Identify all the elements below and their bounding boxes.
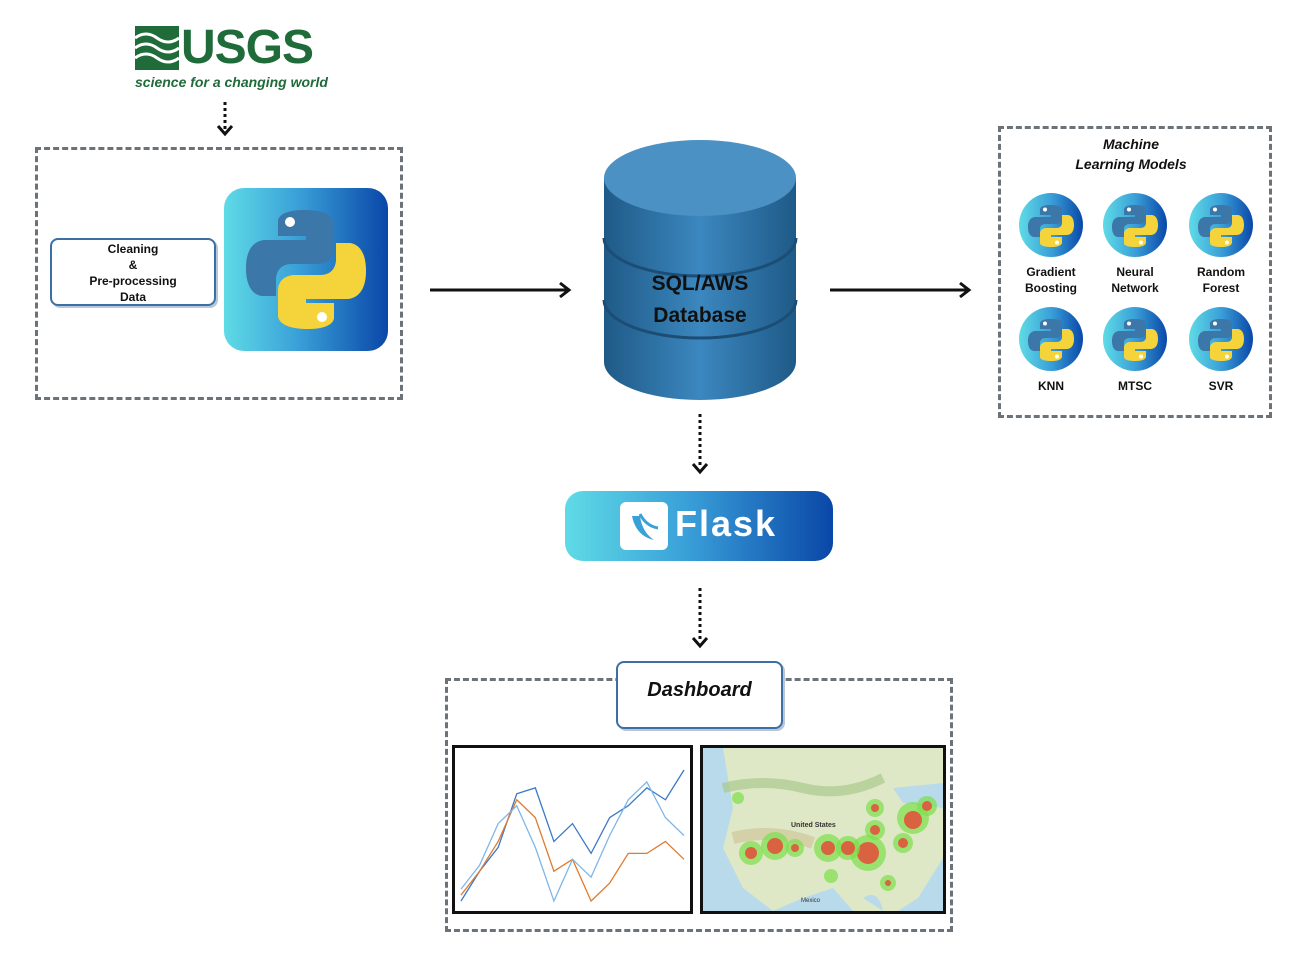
model-python-icon: [1103, 193, 1167, 257]
ml-models-container: [998, 126, 1272, 418]
map-label-us: United States: [791, 822, 836, 829]
model-label-line1: SVR: [1208, 379, 1234, 393]
model-python-icon: [1019, 307, 1083, 371]
line-chart-svg: [460, 769, 685, 903]
land-mass: [723, 748, 943, 911]
usgs-tagline: science for a changing world: [135, 74, 328, 90]
preprocess-container: [35, 147, 403, 400]
arrow-flask-to-dashboard: [691, 588, 709, 649]
model-label-line2: Network: [1111, 281, 1159, 295]
preprocess-label-box: Cleaning & Pre-processing Data: [50, 238, 216, 306]
heatmap-map-svg: [721, 748, 943, 911]
line-series-1: [460, 798, 685, 903]
python-icon: [246, 210, 366, 329]
line-series-2: [460, 780, 685, 903]
model-label-line1: Neural: [1116, 265, 1154, 279]
model-label-line2: Forest: [1202, 281, 1240, 295]
model-label: MTSC: [1090, 378, 1180, 394]
dashboard-title: Dashboard: [647, 679, 752, 701]
model-label-line1: MTSC: [1118, 379, 1152, 393]
usgs-logo: USGS science for a changing world: [135, 21, 328, 94]
arrow-db-to-ml: [830, 281, 972, 299]
ml-title-line2: Learning Models: [1075, 156, 1187, 172]
model-python-icon: [1189, 193, 1253, 257]
dashboard-line-chart: [452, 745, 693, 914]
model-label-line2: Boosting: [1025, 281, 1077, 295]
flask-tile: Flask: [565, 491, 833, 561]
model-python-icon: [1189, 307, 1253, 371]
map-label-mexico: Mexico: [801, 898, 821, 904]
preprocess-line3: Pre-processing: [89, 274, 177, 288]
database-line1: SQL/AWS: [651, 272, 749, 295]
ml-title-line1: Machine: [1102, 136, 1159, 152]
flask-icon: [620, 502, 668, 550]
preprocess-line4: Data: [119, 290, 146, 304]
arrow-usgs-to-preprocess: [216, 102, 234, 137]
model-label: SVR: [1176, 378, 1266, 394]
model-label-line1: KNN: [1038, 379, 1064, 393]
model-python-icon: [1103, 307, 1167, 371]
dashboard-heatmap: United States Mexico: [700, 745, 946, 914]
usgs-wordmark: USGS: [181, 21, 314, 74]
database-line2: Database: [653, 304, 747, 327]
dashboard-title-box: Dashboard: [616, 661, 783, 729]
flask-label: Flask: [675, 503, 778, 544]
model-label-line1: Random: [1197, 265, 1245, 279]
heatmap-spots: [732, 792, 937, 891]
arrow-db-to-flask: [691, 414, 709, 475]
line-series-0: [460, 769, 685, 902]
database-icon: [602, 140, 798, 400]
preprocess-line1: Cleaning: [107, 242, 159, 256]
preprocess-line2: &: [128, 258, 138, 272]
usgs-wave-icon: [135, 26, 179, 70]
model-python-icon: [1019, 193, 1083, 257]
model-label-line1: Gradient: [1026, 265, 1076, 279]
model-label: KNN: [1006, 378, 1096, 394]
arrow-preprocess-to-db: [430, 281, 572, 299]
python-logo-tile: [224, 188, 388, 351]
